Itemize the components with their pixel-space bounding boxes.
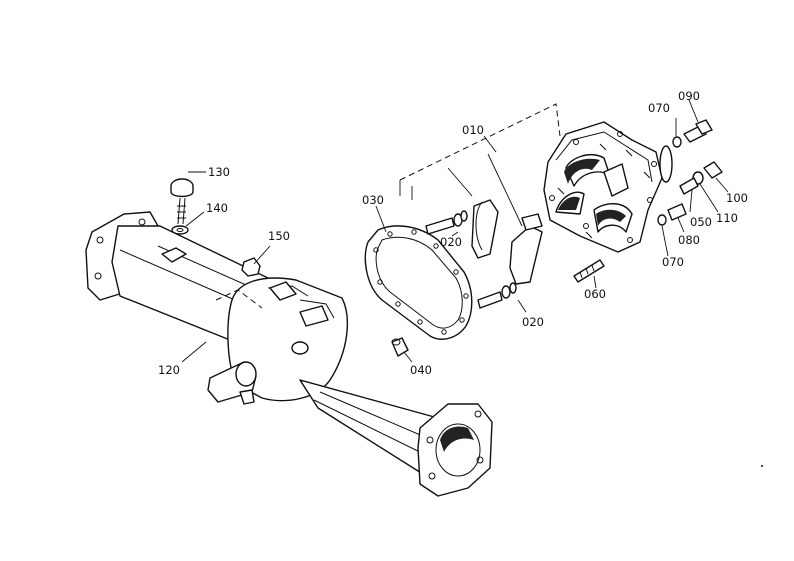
label-150: 150 xyxy=(268,229,290,243)
assembly-bracket xyxy=(399,103,561,181)
label-140: 140 xyxy=(206,201,228,215)
label-110: 110 xyxy=(716,211,738,225)
label-080: 080 xyxy=(678,233,700,247)
cap-bolt-upper xyxy=(425,210,468,235)
label-030: 030 xyxy=(362,193,384,207)
label-100: 100 xyxy=(726,191,748,205)
label-040: 040 xyxy=(410,363,432,377)
label-050: 050 xyxy=(690,215,712,229)
bolt-050 xyxy=(679,177,699,195)
bolt-090 xyxy=(683,119,713,143)
label-130: 130 xyxy=(208,165,230,179)
axle-housing xyxy=(85,211,493,497)
sealing-washer xyxy=(171,225,189,235)
bearing-cap-right xyxy=(509,213,543,285)
washer-070-lower xyxy=(657,214,667,226)
dowel-pin xyxy=(391,337,409,357)
washer-070-upper xyxy=(672,136,682,148)
label-020-lower: 020 xyxy=(522,315,544,329)
stud-bolt xyxy=(573,259,605,283)
cap-nut-100 xyxy=(703,161,723,179)
label-120: 120 xyxy=(158,363,180,377)
gasket xyxy=(364,225,473,340)
label-020-upper: 020 xyxy=(440,235,462,249)
label-090: 090 xyxy=(678,89,700,103)
label-070-upper: 070 xyxy=(648,101,670,115)
breather-cap xyxy=(170,178,194,225)
bolt-080 xyxy=(667,203,687,221)
bearing-cap-left xyxy=(471,199,499,259)
label-070-lower: 070 xyxy=(662,255,684,269)
differential-carrier xyxy=(543,121,673,253)
label-010: 010 xyxy=(462,123,484,137)
label-060: 060 xyxy=(584,287,606,301)
cap-bolt-lower xyxy=(477,282,517,309)
